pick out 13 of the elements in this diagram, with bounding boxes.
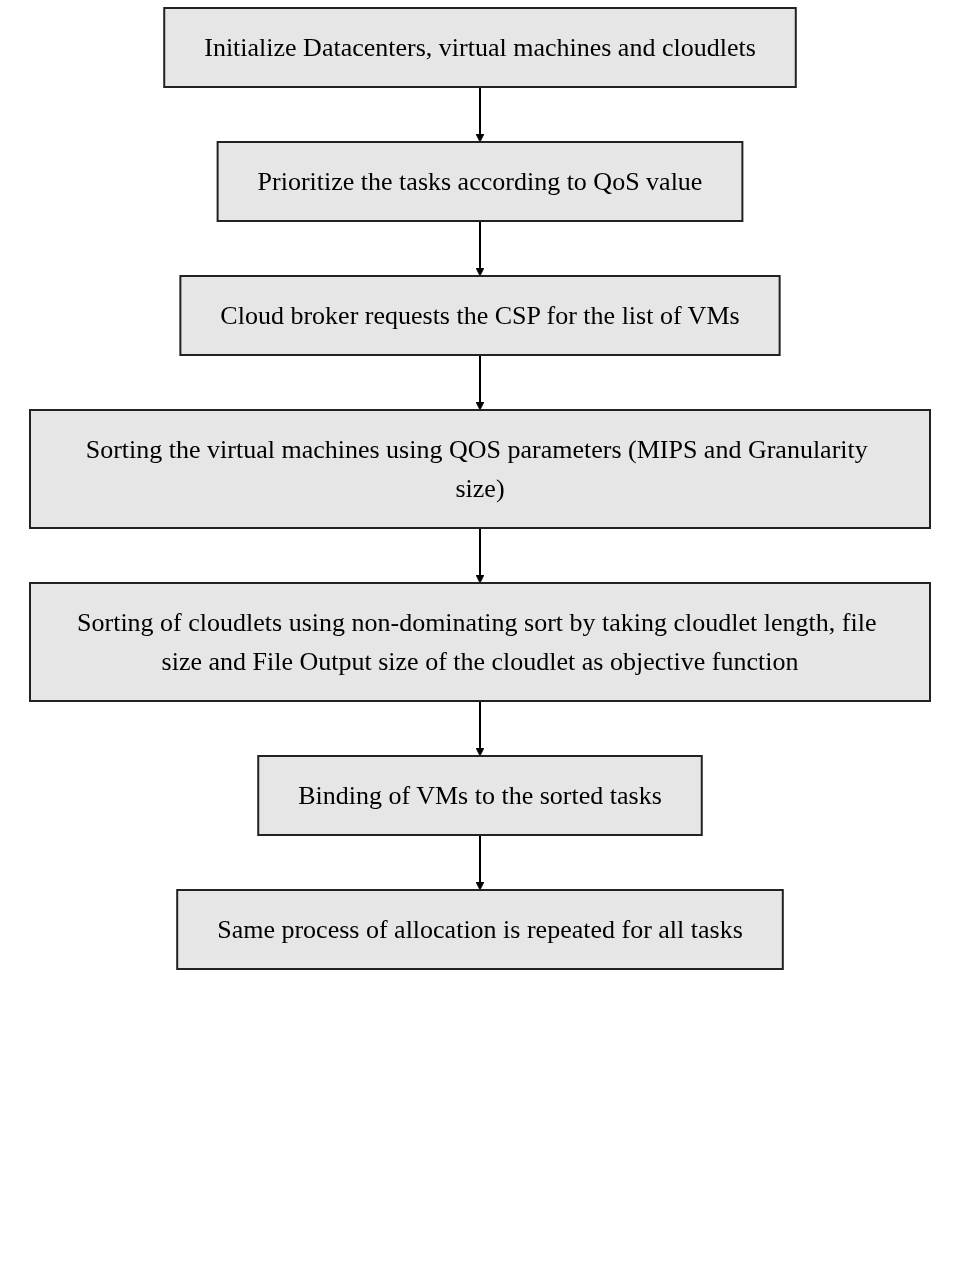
node-box: Sorting of cloudlets using non-dominating sort by taking cloudlet length, file size and File Output size of the cloudlet as objective function [28,582,931,702]
arrow [475,86,484,143]
arrow [475,354,484,411]
node-box: Binding of VMs to the sorted tasks [256,755,703,836]
arrow [475,700,484,757]
node-box: Cloud broker requests the CSP for the list of VMs [178,275,781,356]
arrow [475,834,484,891]
arrow [475,220,484,277]
node-box: Prioritize the tasks according to QoS value [216,141,743,222]
node-box: Same process of allocation is repeated for all tasks [175,889,784,970]
arrow [475,527,484,584]
node-box: Initialize Datacenters, virtual machines and cloudlets [162,7,797,88]
node-box: Sorting the virtual machines using QOS parameters (MIPS and Granularity size) [28,409,931,529]
